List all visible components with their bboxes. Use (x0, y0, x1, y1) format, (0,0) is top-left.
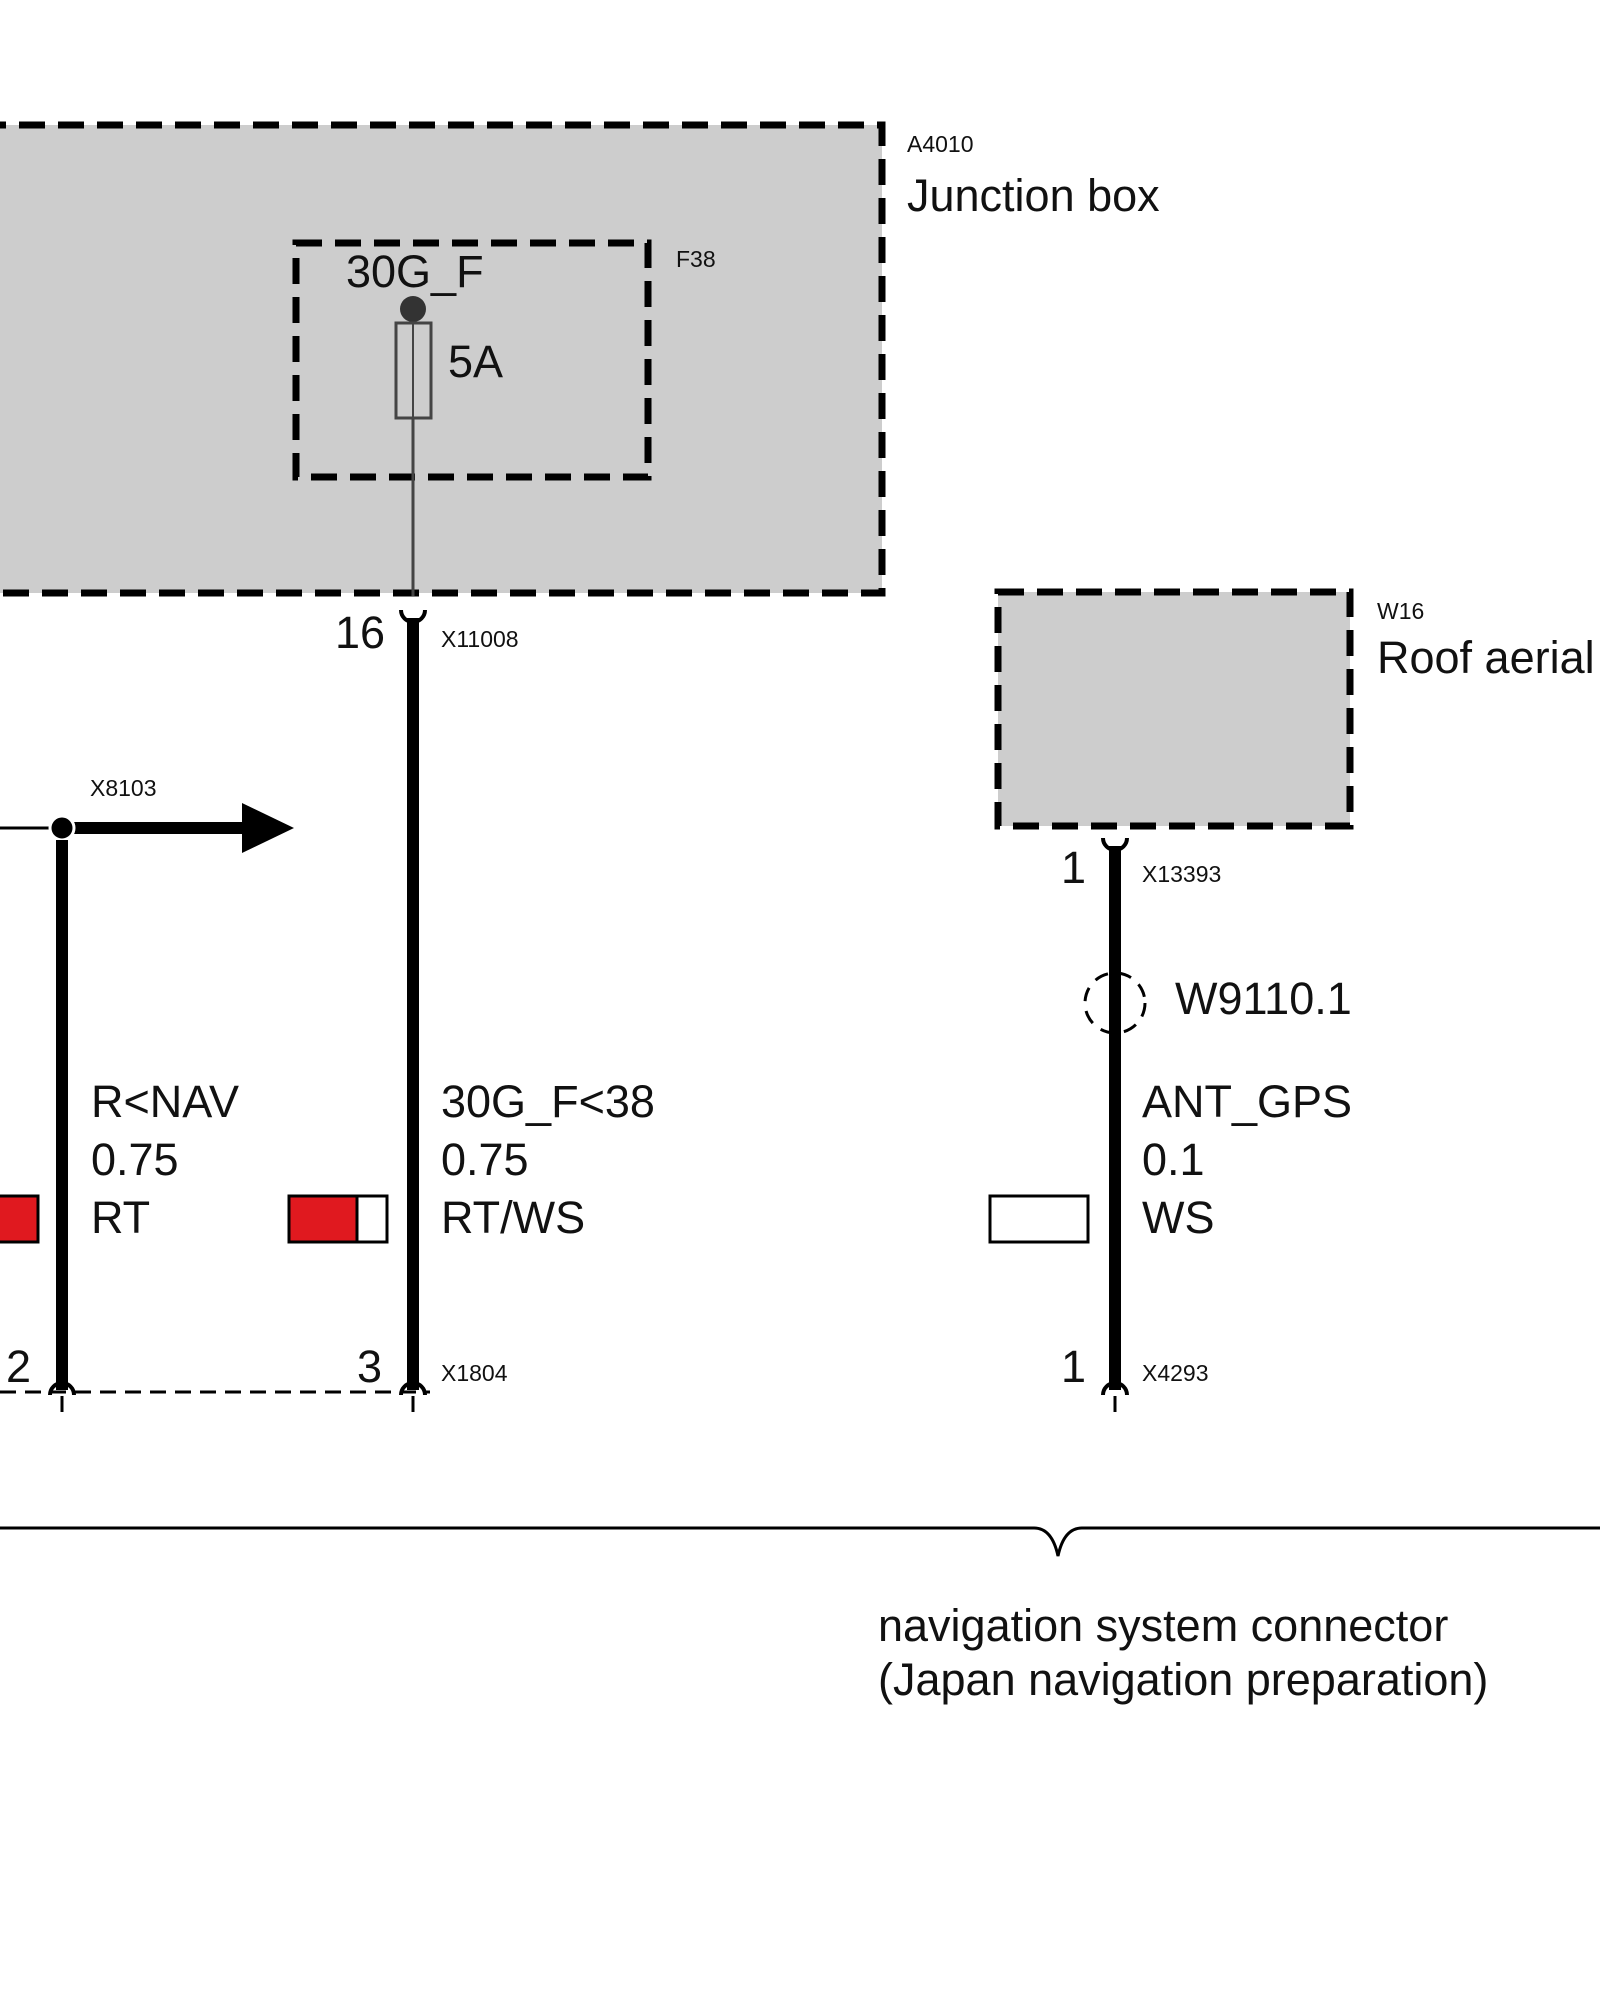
wire-30g-color: RT/WS (441, 1192, 585, 1243)
junction-box-label: Junction box (907, 170, 1160, 221)
wire-30g-swatch-red (287, 1194, 359, 1244)
x1804-code: X1804 (441, 1360, 508, 1386)
shield-icon (1083, 971, 1147, 1035)
wire-rnav-signal: R<NAV (91, 1076, 239, 1127)
wire-30g-swatch-white (355, 1194, 389, 1244)
wire-ant-size: 0.1 (1142, 1134, 1205, 1185)
x13393-pin: 1 (1061, 842, 1086, 893)
group-brace (0, 1526, 1600, 1557)
fuse-terminal-label: 30G_F (346, 246, 484, 297)
shield-code: W9110.1 (1175, 973, 1352, 1024)
wire-30g-size: 0.75 (441, 1134, 529, 1185)
group-label-line2: (Japan navigation preparation) (878, 1654, 1488, 1705)
x8103-arrow-icon (242, 803, 294, 853)
wire-rnav-color: RT (91, 1192, 150, 1243)
x13393-code: X13393 (1142, 861, 1221, 887)
x11008-code: X11008 (441, 626, 519, 652)
wire-30g-signal: 30G_F<38 (441, 1076, 655, 1127)
x1804-pin-right: 3 (357, 1341, 382, 1392)
x1804-pin2-socket (48, 1381, 76, 1396)
x11008-pin: 16 (335, 607, 385, 658)
fuse-box[interactable] (292, 239, 652, 481)
group-label-line1: navigation system connector (878, 1600, 1448, 1651)
roof-aerial-box[interactable] (994, 588, 1354, 830)
roof-aerial-code: W16 (1377, 598, 1424, 624)
x4293-code: X4293 (1142, 1360, 1209, 1386)
wire-rnav-size: 0.75 (91, 1134, 179, 1185)
x4293-pin: 1 (1061, 1341, 1086, 1392)
x4293-socket (1101, 1381, 1129, 1396)
fuse-rating: 5A (448, 336, 503, 387)
roof-aerial-label: Roof aerial (1377, 632, 1595, 683)
wire-ant-signal: ANT_GPS (1142, 1076, 1352, 1127)
x1804-pin3-socket (399, 1381, 427, 1396)
junction-box-code: A4010 (907, 131, 974, 157)
x8103-code: X8103 (90, 775, 157, 801)
x1804-pin-left: 2 (6, 1341, 31, 1392)
wire-ant-swatch-white (988, 1194, 1090, 1244)
wire-ant-color: WS (1142, 1192, 1215, 1243)
x8103-splice-dot (48, 814, 76, 842)
fuse-code: F38 (676, 246, 716, 272)
fuse-terminal-dot (400, 296, 426, 322)
wire-rnav-swatch-red (0, 1194, 40, 1244)
